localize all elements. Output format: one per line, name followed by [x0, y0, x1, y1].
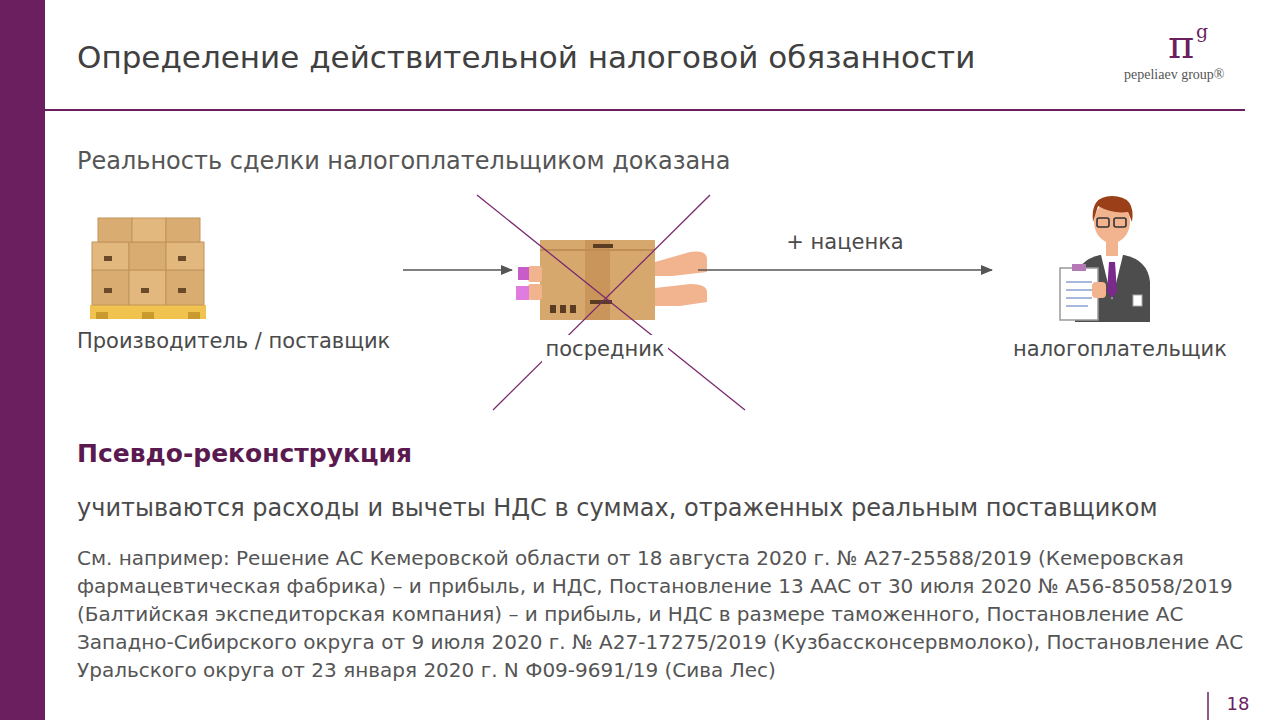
handover-icon-part: [518, 267, 529, 280]
node-caption: Производитель / поставщик: [77, 327, 395, 356]
person-icon-part: [1066, 297, 1092, 299]
title-rule: [45, 109, 1245, 111]
boxes-icon-part: [92, 270, 129, 305]
boxes-icon-part: [90, 305, 206, 319]
cross-out-part: [493, 195, 710, 410]
person-icon-part: [1092, 282, 1106, 298]
slide-title: Определение действительной налоговой обя…: [77, 38, 1117, 76]
boxes-icon-part: [166, 242, 204, 270]
boxes-icon-part: [178, 256, 186, 261]
boxes-icon-part: [141, 288, 149, 293]
handover-icon-part: [516, 286, 529, 300]
boxes-icon-part: [132, 218, 166, 242]
figure-node: Производитель / поставщик: [77, 205, 395, 356]
section-heading: Псевдо-реконструкция: [77, 438, 1177, 470]
boxes-icon-part: [104, 256, 112, 261]
handover-icon-part: [528, 266, 542, 282]
handover-icon-part: [528, 284, 542, 300]
logo-g: g: [1196, 20, 1216, 42]
boxes-icon-part: [188, 312, 200, 319]
body-text: учитываются расходы и вычеты НДС в сумма…: [77, 492, 1267, 524]
node-caption: налогоплательщик: [1000, 335, 1240, 364]
reference-note: См. например: Решение АС Кемеровской обл…: [77, 544, 1263, 684]
boxes-icon-part: [142, 312, 154, 319]
person-icon-part: [1072, 264, 1086, 271]
node-caption: посредник: [542, 335, 669, 364]
handover-icon-part: [570, 305, 576, 313]
boxes-icon-part: [92, 242, 129, 270]
logo-text: pepeliaev group®: [1124, 66, 1264, 84]
handover-icon-part: [585, 240, 610, 320]
boxes-icon-part: [166, 270, 204, 305]
handover-icon-part: [655, 284, 707, 306]
boxes-icon-part: [129, 270, 166, 305]
handover-icon-part: [540, 240, 655, 320]
handover-icon-part: [655, 252, 707, 276]
figure-node: налогоплательщик: [1000, 190, 1240, 364]
boxes-icon-part: [98, 218, 132, 242]
person-icon: [1060, 196, 1150, 322]
boxes-icon-part: [166, 218, 200, 242]
boxes-icon-part: [96, 312, 108, 319]
person-icon-part: [1107, 262, 1117, 298]
boxes-icon-part: [178, 288, 186, 293]
person-icon-part: [1114, 218, 1126, 227]
side-bar: [0, 0, 45, 720]
page-number: 18: [1218, 692, 1258, 716]
flow-arrow: [403, 269, 512, 270]
handover-icon-part: [560, 305, 566, 313]
handover-icon-part: [550, 305, 556, 313]
figure-node: посредник: [520, 205, 690, 364]
boxes-icon: [90, 218, 206, 319]
cross-out: [477, 195, 745, 410]
person-icon-part: [1066, 281, 1092, 283]
boxes-icon-part: [129, 242, 166, 270]
handover-icon-part: [593, 244, 613, 248]
boxes-icon-part: [104, 288, 112, 293]
page-divider: [1207, 692, 1209, 720]
person-icon-part: [1133, 295, 1142, 306]
cross-out-part: [477, 195, 745, 410]
person-icon-part: [1066, 289, 1092, 291]
edge-label: + наценка: [783, 228, 906, 256]
person-icon-part: [1066, 305, 1088, 307]
person-icon-part: [1097, 218, 1109, 227]
handover-icon: [516, 240, 707, 320]
subheading: Реальность сделки налогоплательщиком док…: [77, 145, 1177, 177]
handover-icon-part: [540, 249, 655, 251]
flow-arrow: [698, 269, 992, 270]
